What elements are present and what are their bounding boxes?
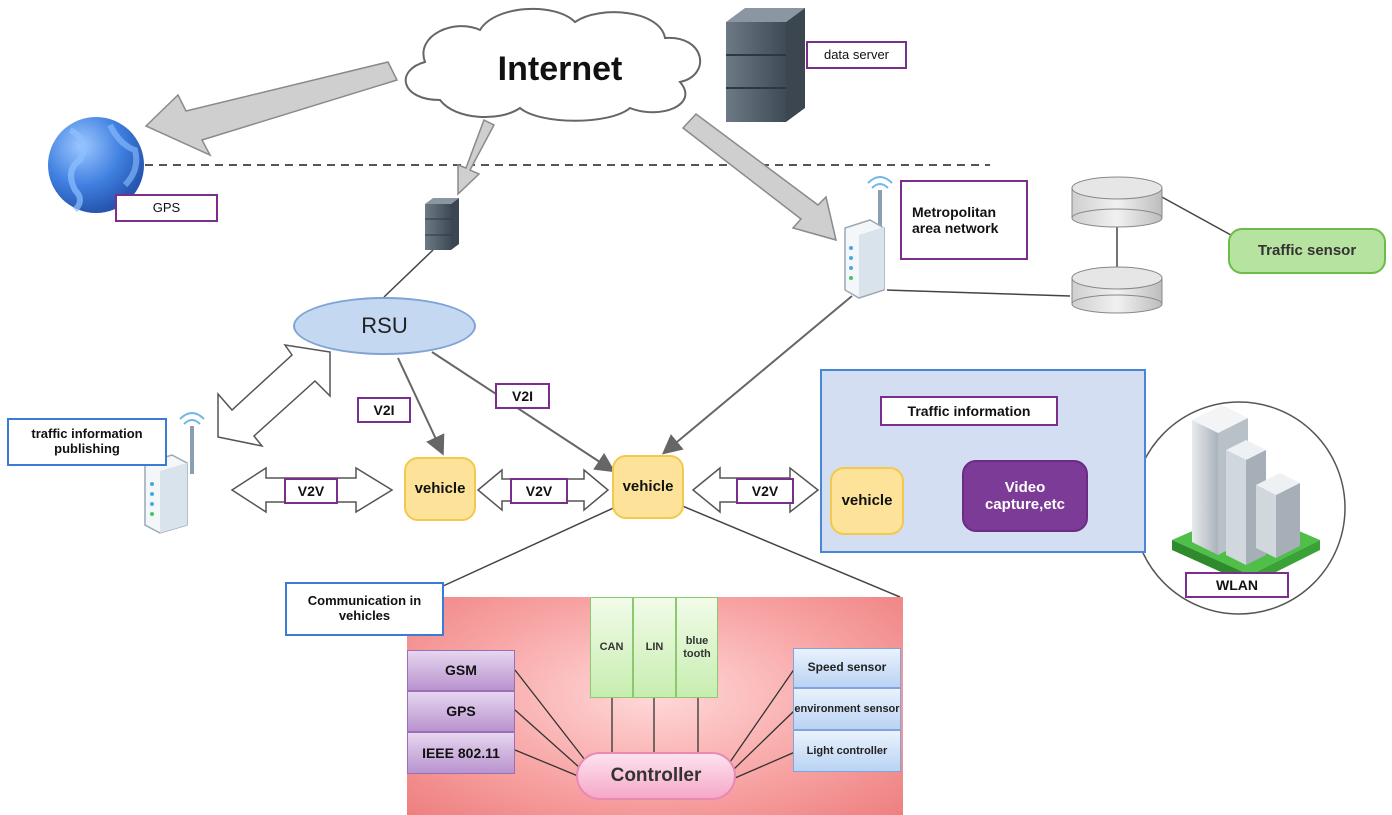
internet-cloud bbox=[404, 7, 702, 122]
can-bus-cell: CAN bbox=[590, 597, 633, 698]
rsu-server-icon bbox=[425, 198, 459, 250]
disk-top-icon bbox=[1071, 176, 1163, 228]
internet-label: Internet bbox=[497, 50, 623, 89]
router-to-disk-link bbox=[886, 289, 1071, 297]
data-server-label: data server bbox=[806, 41, 907, 69]
v2v-label-3: V2V bbox=[736, 478, 794, 504]
traffic-sensor-node: Traffic sensor bbox=[1228, 228, 1386, 274]
rsu-node: RSU bbox=[293, 297, 476, 355]
wlan-label: WLAN bbox=[1185, 572, 1289, 598]
traffic-info-publishing-label: traffic information publishing bbox=[7, 418, 167, 466]
v2i-link-right bbox=[431, 351, 616, 473]
data-server-icon bbox=[726, 8, 805, 122]
vehicle-node-1: vehicle bbox=[404, 457, 476, 521]
controller-node: Controller bbox=[576, 752, 736, 800]
double-arrow-rsu-publishing bbox=[217, 343, 331, 448]
v2i-link-left bbox=[397, 357, 445, 456]
metro-router-icon bbox=[844, 176, 893, 299]
bluetooth-bus-cell: blue tooth bbox=[676, 597, 718, 698]
disk-to-sensor-link bbox=[1159, 195, 1241, 241]
gps-globe-label: GPS bbox=[115, 194, 218, 222]
light-controller-cell: Light controller bbox=[793, 730, 901, 772]
vehicle-node-2: vehicle bbox=[612, 455, 684, 519]
disk-bottom-icon bbox=[1071, 266, 1163, 314]
v2i-left-label: V2I bbox=[357, 397, 411, 423]
speed-sensor-cell: Speed sensor bbox=[793, 648, 901, 688]
publishing-router-icon bbox=[144, 412, 205, 534]
gps-cell: GPS bbox=[407, 691, 515, 732]
metropolitan-label: Metropolitan area network bbox=[900, 180, 1028, 260]
environment-sensor-cell: environment sensor bbox=[793, 688, 901, 730]
metro-to-vehicle-link bbox=[661, 295, 853, 455]
vehicle-node-3: vehicle bbox=[830, 467, 904, 535]
v2i-right-label: V2I bbox=[495, 383, 550, 409]
lin-bus-cell: LIN bbox=[633, 597, 676, 698]
traffic-information-label: Traffic information bbox=[880, 396, 1058, 426]
rsu-server-link bbox=[383, 249, 434, 298]
v2v-label-1: V2V bbox=[284, 478, 338, 504]
building-icon bbox=[1172, 405, 1320, 585]
arrow-internet-to-metro bbox=[681, 112, 838, 242]
vehicle-to-panel-left bbox=[429, 504, 621, 593]
v2v-label-2: V2V bbox=[510, 478, 568, 504]
arrow-internet-to-gps bbox=[144, 61, 399, 157]
communication-in-vehicles-label: Communication in vehicles bbox=[285, 582, 444, 636]
arrow-internet-to-rsu-server bbox=[457, 118, 496, 196]
gsm-cell: GSM bbox=[407, 650, 515, 691]
globe-icon bbox=[48, 117, 144, 213]
video-capture-node: Video capture,etc bbox=[962, 460, 1088, 532]
ieee-80211-cell: IEEE 802.11 bbox=[407, 732, 515, 774]
vehicle-to-panel-right bbox=[679, 504, 901, 598]
